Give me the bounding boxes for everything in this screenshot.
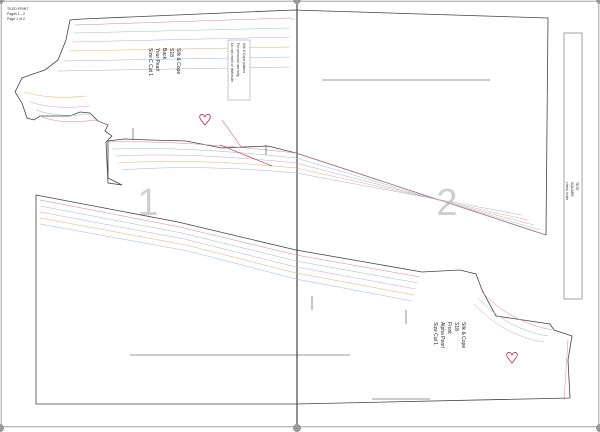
corner-marker-top-mid bbox=[293, 0, 301, 4]
svg-text:Silk & Cope: Silk & Cope bbox=[460, 322, 466, 348]
svg-text:S18: S18 bbox=[453, 322, 459, 331]
svg-text:Size C Cut 1: Size C Cut 1 bbox=[147, 48, 153, 76]
back-piece-outline bbox=[14, 9, 549, 236]
svg-text:Page 1 of 2: Page 1 of 2 bbox=[7, 17, 25, 21]
svg-text:Front: Front bbox=[446, 322, 452, 334]
svg-text:TEST: TEST bbox=[575, 182, 579, 192]
back-piece-label: Silk & Cope S18 Back Your Pearl Size C C… bbox=[147, 48, 181, 76]
info-box: Silk & Cope pattern For personal use onl… bbox=[227, 39, 251, 101]
corner-marker-top-left bbox=[0, 0, 4, 4]
svg-text:Silk & Cope pattern: Silk & Cope pattern bbox=[242, 43, 246, 73]
front-piece-outline bbox=[35, 194, 573, 405]
front-heart-icon bbox=[506, 352, 518, 364]
svg-text:Back: Back bbox=[161, 48, 167, 60]
svg-text:Your Pearl: Your Pearl bbox=[154, 48, 160, 71]
svg-text:check scale: check scale bbox=[565, 182, 569, 200]
front-piece-label: Silk & Cope S18 Front Alpha Pearl Size C… bbox=[432, 322, 466, 348]
svg-text:Silk & Cope: Silk & Cope bbox=[175, 48, 181, 74]
corner-marker-top-right bbox=[596, 0, 600, 4]
svg-text:Pages 1 - 2: Pages 1 - 2 bbox=[7, 12, 25, 16]
svg-text:TILED PRINT: TILED PRINT bbox=[7, 7, 29, 11]
front-pattern-piece bbox=[35, 194, 573, 405]
corner-marker-bottom-right bbox=[596, 424, 600, 432]
page-number-2: 2 bbox=[436, 182, 457, 224]
heart-icon bbox=[199, 114, 211, 126]
svg-text:For personal use only: For personal use only bbox=[236, 43, 240, 77]
back-pattern-piece bbox=[14, 9, 549, 236]
svg-text:Alpha Pearl: Alpha Pearl bbox=[439, 322, 445, 348]
tile-note: TILED PRINT Pages 1 - 2 Page 1 of 2 bbox=[7, 7, 29, 21]
svg-text:Do not resell or distribute: Do not resell or distribute bbox=[230, 43, 234, 82]
corner-marker-bottom-mid bbox=[293, 424, 301, 432]
page-number-1: 1 bbox=[137, 182, 158, 224]
svg-text:S18: S18 bbox=[168, 48, 174, 57]
svg-text:SQUARE: SQUARE bbox=[570, 182, 574, 197]
corner-marker-bottom-left bbox=[0, 424, 4, 432]
svg-text:Size Cut 1: Size Cut 1 bbox=[432, 322, 438, 345]
test-square: TEST SQUARE check scale bbox=[563, 32, 583, 300]
